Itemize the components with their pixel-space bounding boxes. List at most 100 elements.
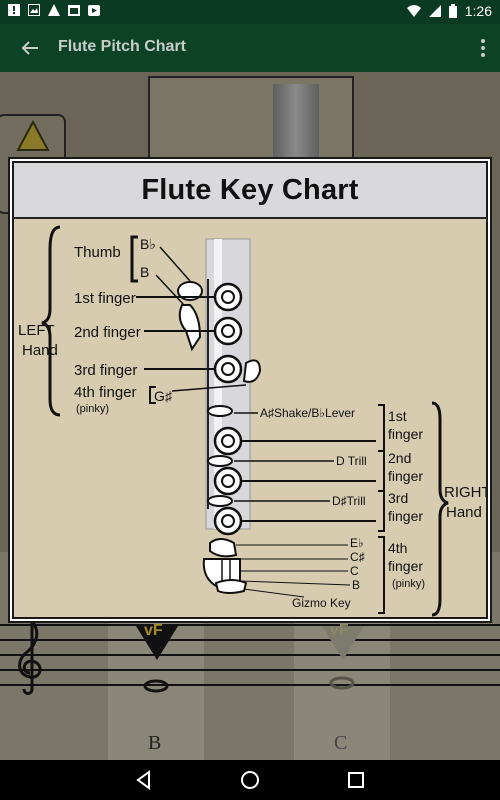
- app-title: Flute Pitch Chart: [58, 38, 187, 55]
- right-hand-label: RIGHT: [444, 484, 486, 501]
- thumb-key-label: B: [140, 264, 149, 280]
- right-hand-brace: [431, 401, 449, 617]
- left-finger-label: 3rd finger: [74, 362, 137, 379]
- wifi-icon: [406, 5, 421, 17]
- navigation-bar: [0, 760, 500, 800]
- tone-hole-ring: [221, 434, 235, 448]
- foot-key-label: C: [350, 564, 359, 578]
- note-label: B: [148, 732, 162, 754]
- lever-label: D Trill: [336, 454, 367, 468]
- signal-icon: [428, 5, 441, 17]
- tone-hole-ring: [221, 290, 235, 304]
- g-sharp-bracket: [149, 386, 156, 404]
- tone-hole-key: [213, 506, 243, 536]
- thumb-key-label: B♭: [140, 236, 156, 252]
- app-bar: Flute Pitch Chart: [0, 24, 500, 72]
- key-badge-label: vF: [144, 622, 163, 639]
- right-finger-bracket: [378, 490, 385, 532]
- image-icon: [28, 4, 40, 16]
- staff-line: [0, 684, 500, 686]
- flute-key-diagram: LEFT Hand Thumb B♭ B 1st finger 2nd fing…: [18, 225, 486, 617]
- whole-note-icon: [329, 676, 355, 690]
- pointer-line: [243, 588, 305, 598]
- dialog-title: Flute Key Chart: [141, 173, 359, 206]
- right-hand-label: Hand: [446, 504, 482, 521]
- tone-hole-key: [213, 282, 243, 312]
- key-badge-icon: [322, 626, 364, 660]
- staff-line: [0, 624, 500, 626]
- pointer-line: [155, 274, 185, 306]
- trill-lever-key: [207, 455, 233, 467]
- right-finger-bracket: [378, 536, 385, 614]
- pointer-line: [159, 246, 191, 282]
- pointer-line: [171, 384, 247, 392]
- whole-note-icon: [143, 679, 169, 693]
- treble-clef-icon: [18, 620, 42, 695]
- dialog-header: Flute Key Chart: [14, 163, 486, 219]
- sharp-sign-icon: [16, 120, 50, 151]
- tone-hole-key: [213, 466, 243, 496]
- left-hand-label: LEFT: [18, 322, 55, 339]
- tone-hole-key: [213, 354, 243, 384]
- trill-lever-key: [207, 495, 233, 507]
- lever-label: A♯Shake/B♭Lever: [260, 406, 355, 420]
- right-finger-bracket: [378, 450, 385, 492]
- tone-hole-key: [213, 426, 243, 456]
- tone-hole-ring: [221, 514, 235, 528]
- note-label: C: [334, 732, 348, 754]
- left-finger-label: 1st finger: [74, 290, 136, 307]
- right-finger-label: finger: [388, 468, 423, 484]
- status-bar: 1:26: [0, 0, 500, 24]
- thumb-label: Thumb: [74, 244, 121, 261]
- right-finger-label: 2nd: [388, 450, 411, 466]
- right-finger-label: 4th: [388, 540, 407, 556]
- left-pinky-label: (pinky): [76, 403, 109, 415]
- background-flute-tube: [273, 84, 319, 164]
- foot-key-label: C♯: [350, 550, 365, 564]
- key-chart-dialog: Flute Key Chart LEFT Hand Thumb B♭ B: [8, 157, 492, 623]
- left-hand-brace: [41, 225, 61, 417]
- flute-tube-highlight: [214, 239, 222, 529]
- left-finger-label: 4th finger: [74, 384, 137, 401]
- right-finger-label: finger: [388, 508, 423, 524]
- lever-label: D♯Trill: [332, 494, 366, 508]
- g-sharp-key: [242, 359, 262, 383]
- tone-hole-ring: [221, 474, 235, 488]
- flute-key-chart: LEFT Hand Thumb B♭ B 1st finger 2nd fing…: [14, 219, 486, 617]
- play-store-icon: [88, 5, 100, 16]
- tone-hole-key: [213, 316, 243, 346]
- foot-key-label: E♭: [350, 536, 364, 550]
- dialog-frame: Flute Key Chart LEFT Hand Thumb B♭ B: [12, 161, 488, 619]
- status-time: 1:26: [464, 3, 492, 19]
- gizmo-key-label: Gizmo Key: [292, 596, 351, 610]
- right-finger-label: 3rd: [388, 490, 408, 506]
- key-badge-icon: [136, 626, 178, 660]
- tone-hole-ring: [221, 362, 235, 376]
- staff-line: [0, 654, 500, 656]
- back-arrow-icon[interactable]: [16, 34, 44, 62]
- thumb-key: [177, 281, 203, 301]
- warning-icon: [48, 4, 60, 16]
- pointer-line: [239, 580, 351, 586]
- back-triangle-icon[interactable]: [132, 768, 156, 792]
- right-finger-label: finger: [388, 426, 423, 442]
- foot-key: [209, 538, 238, 558]
- battery-icon: [448, 4, 457, 18]
- home-circle-icon[interactable]: [238, 768, 262, 792]
- thumb-bracket: [130, 235, 138, 283]
- overflow-menu-icon[interactable]: [480, 36, 486, 60]
- right-finger-label: 1st: [388, 408, 407, 424]
- thumb-key: [178, 304, 202, 352]
- right-finger-label: finger: [388, 558, 423, 574]
- right-finger-bracket: [378, 404, 385, 452]
- g-sharp-label: G♯: [154, 388, 173, 404]
- left-finger-label: 2nd finger: [74, 324, 141, 341]
- recents-square-icon[interactable]: [344, 768, 368, 792]
- left-hand-label: Hand: [22, 342, 58, 359]
- right-pinky-label: (pinky): [392, 578, 425, 590]
- staff-line: [0, 669, 500, 671]
- alert-icon: [8, 4, 20, 16]
- calendar-icon: [68, 5, 80, 16]
- tone-hole-ring: [221, 324, 235, 338]
- key-badge-label: vF: [330, 622, 349, 639]
